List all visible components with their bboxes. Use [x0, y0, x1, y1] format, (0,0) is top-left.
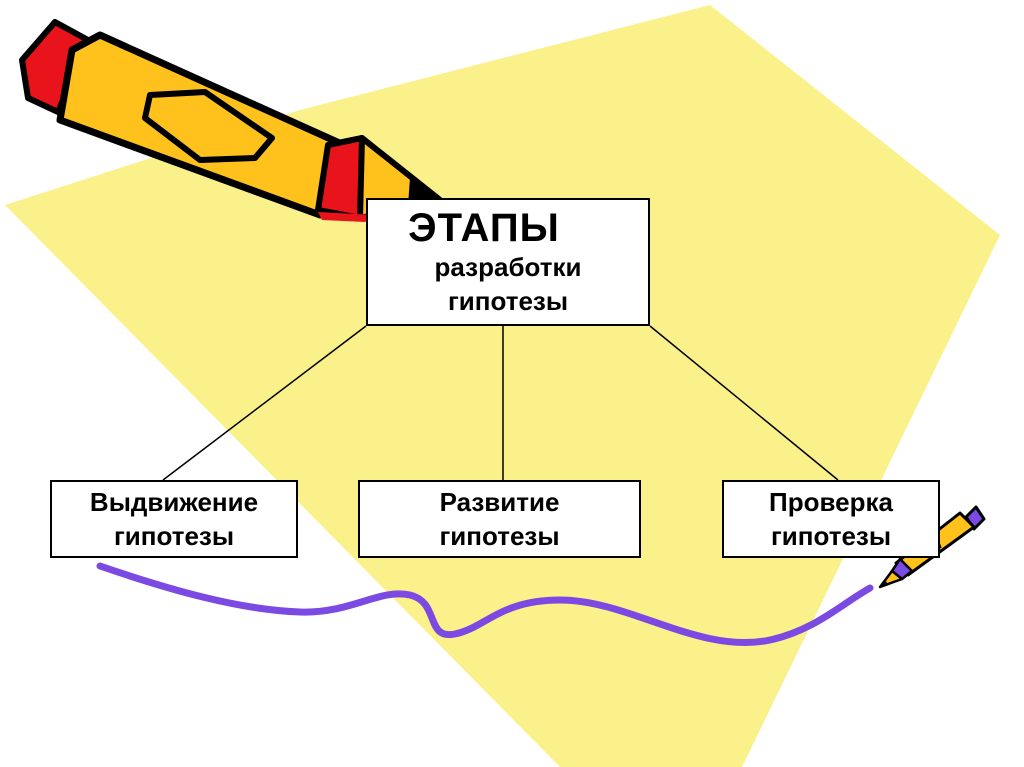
root-subtitle-line1: разработки	[434, 252, 582, 282]
stage-node-proposal: Выдвижение гипотезы	[50, 480, 298, 558]
stage-node-label-line2: гипотезы	[770, 521, 892, 551]
stage-node-verification: Проверка гипотезы	[722, 480, 940, 558]
stage-node-label-line1: Выдвижение	[89, 487, 259, 517]
stage-node-development: Развитие гипотезы	[358, 480, 641, 558]
connectors	[162, 325, 839, 481]
stage-node-label-line2: гипотезы	[113, 521, 235, 551]
stage-node-label-line2: гипотезы	[439, 521, 560, 551]
purple-squiggle	[96, 562, 874, 647]
stage-node-label-line1: Развитие	[439, 487, 560, 517]
connector-right	[649, 325, 839, 481]
stage-node-label-line1: Проверка	[769, 487, 893, 517]
root-node: ЭТАПЫ разработки гипотезы	[366, 198, 650, 326]
root-subtitle-line2: гипотезы	[447, 286, 569, 316]
connector-left	[162, 325, 367, 481]
root-title: ЭТАПЫ	[408, 206, 560, 250]
